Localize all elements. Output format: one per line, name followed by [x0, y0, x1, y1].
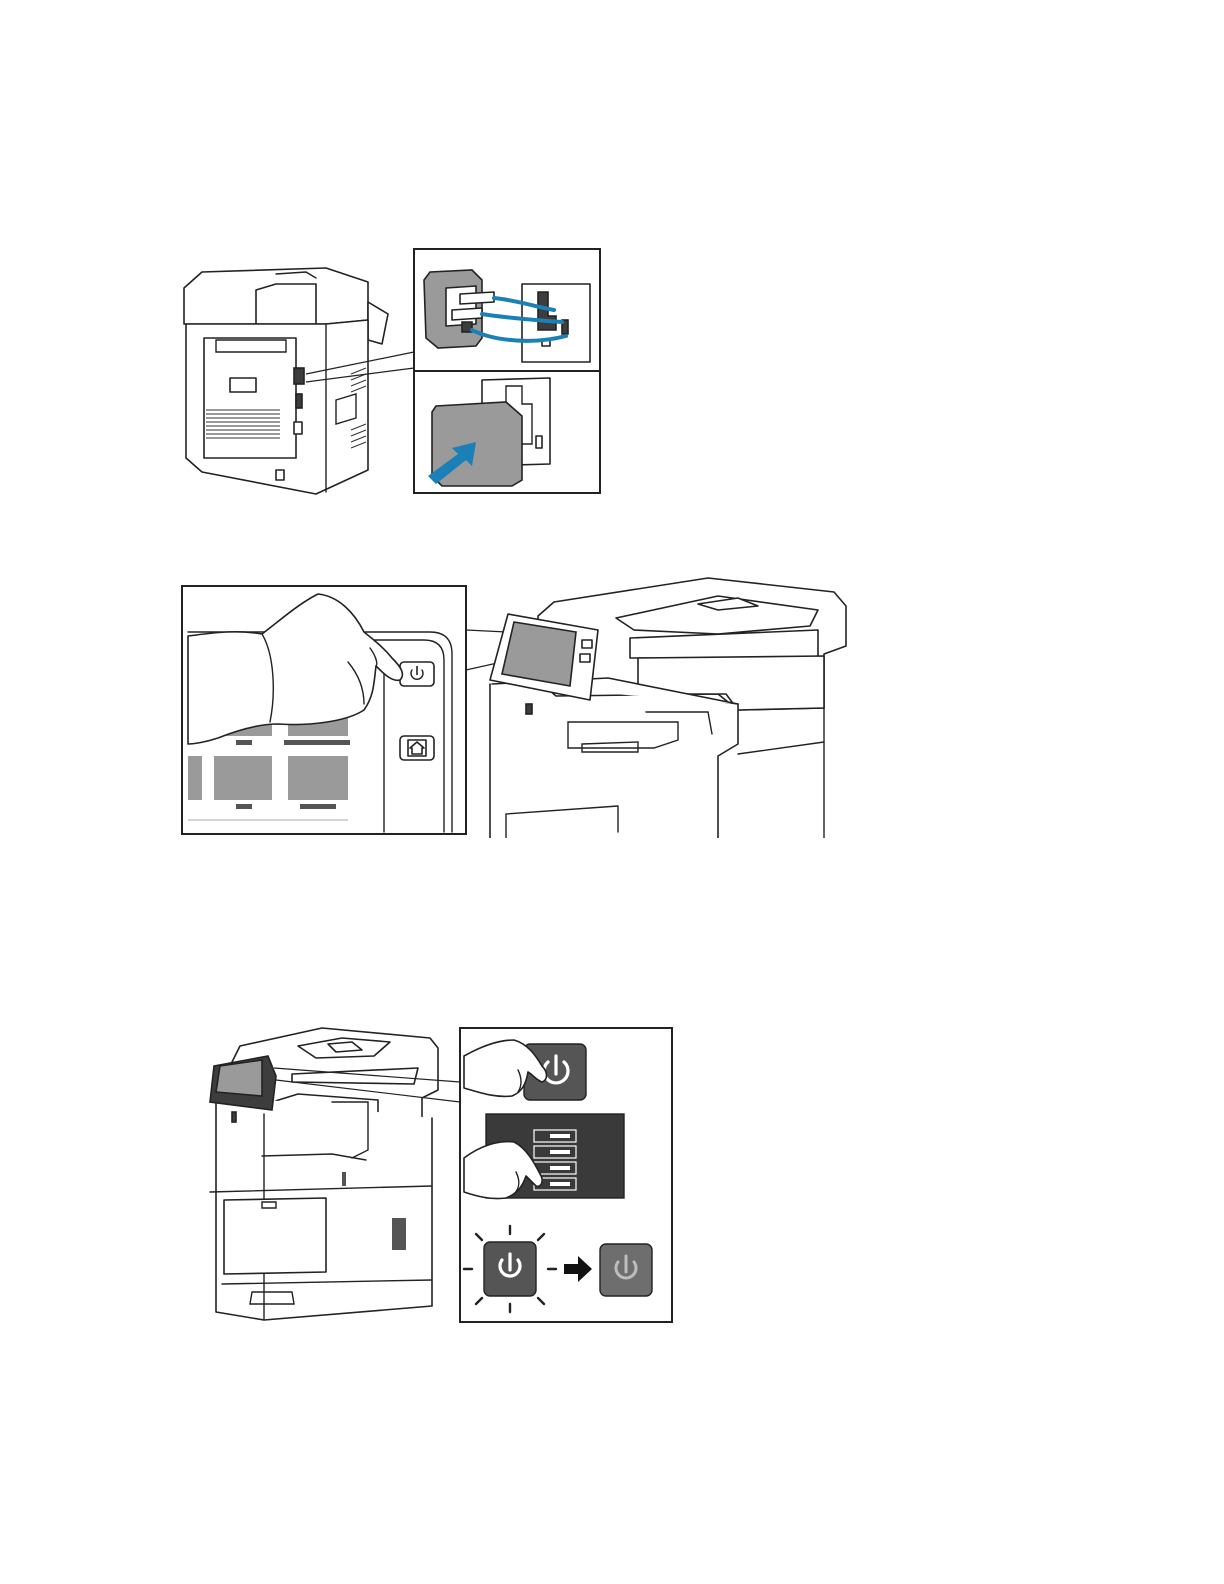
printer-rear-icon — [184, 268, 388, 494]
figure-power-button-press — [178, 574, 850, 838]
power-icon — [400, 662, 434, 686]
printer-front-icon — [490, 578, 846, 838]
home-icon — [400, 736, 434, 760]
power-icon — [600, 1244, 652, 1296]
figure-power-off-sequence — [202, 1022, 678, 1328]
power-icon — [484, 1242, 536, 1296]
figure-fax-module-install — [176, 244, 606, 500]
